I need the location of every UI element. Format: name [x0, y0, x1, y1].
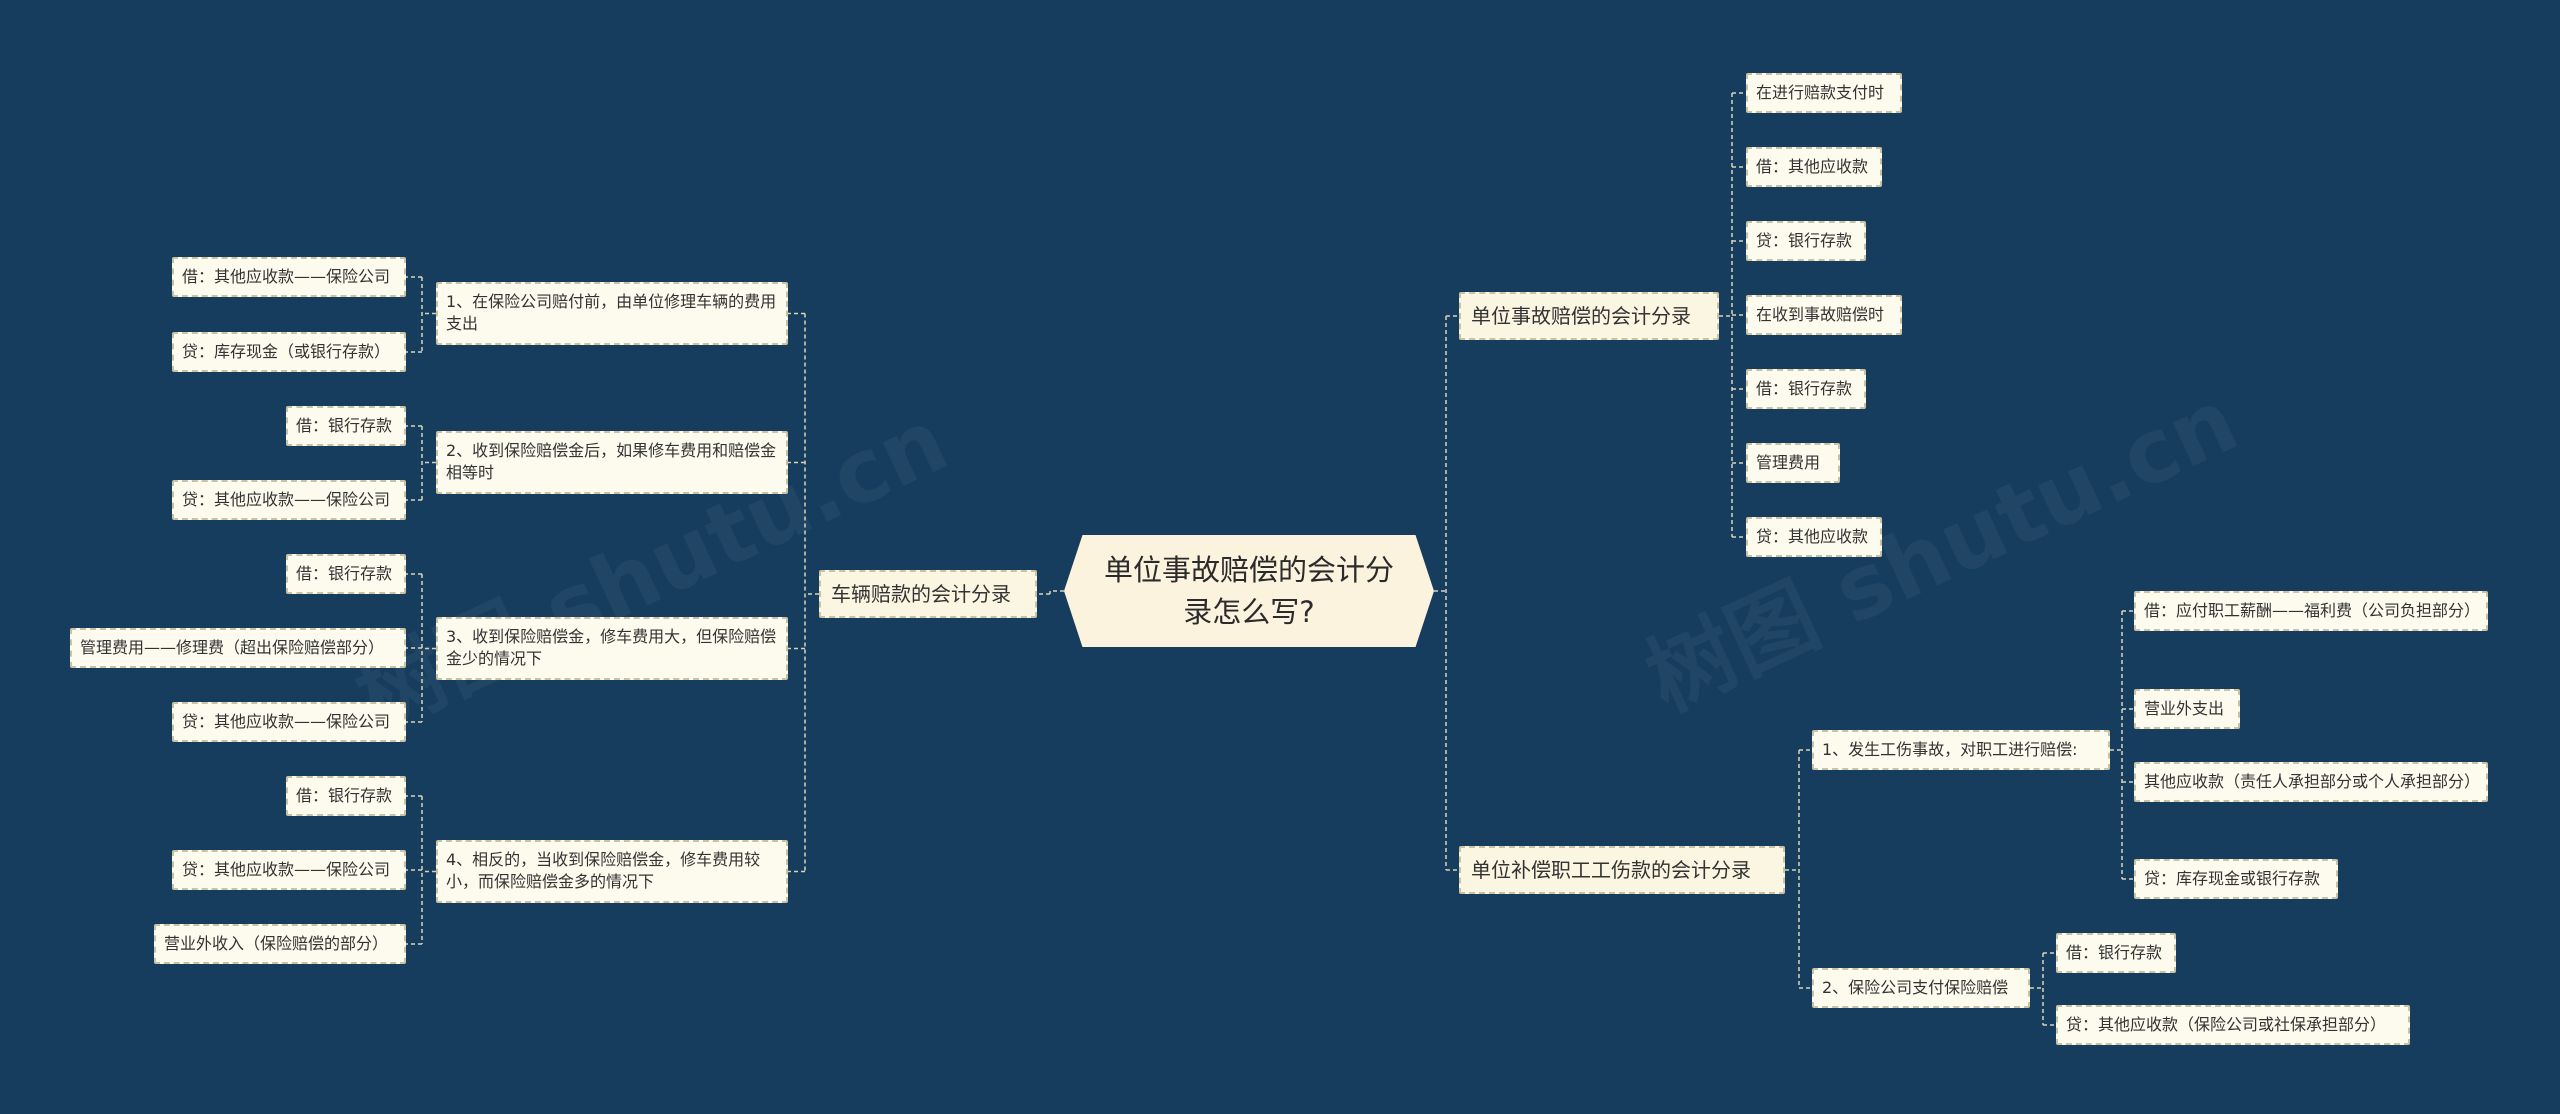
leaf-label: 管理费用——修理费（超出保险赔偿部分）: [80, 638, 385, 657]
leaf-label: 借：银行存款: [296, 786, 393, 805]
leaf-node[interactable]: 贷：银行存款: [1746, 221, 1866, 262]
branch-accident-compensation[interactable]: 单位事故赔偿的会计分录: [1459, 292, 1719, 340]
leaf-node[interactable]: 营业外收入（保险赔偿的部分）: [154, 924, 406, 965]
sub-label: 4、相反的，当收到保险赔偿金，修车费用较小，而保险赔偿金多的情况下: [446, 850, 761, 892]
leaf-node[interactable]: 借：其他应收款: [1746, 147, 1882, 188]
root-title: 单位事故赔偿的会计分录怎么写?: [1103, 553, 1394, 630]
sub-node-work-injury-1[interactable]: 1、发生工伤事故，对职工进行赔偿:: [1812, 730, 2110, 771]
sub-label: 3、收到保险赔偿金，修车费用大，但保险赔偿金少的情况下: [446, 627, 777, 669]
branch-work-injury-compensation[interactable]: 单位补偿职工工伤款的会计分录: [1459, 846, 1785, 894]
leaf-label: 贷：其他应收款（保险公司或社保承担部分）: [2066, 1015, 2387, 1034]
leaf-label: 借：银行存款: [296, 416, 393, 435]
leaf-label: 在进行赔款支付时: [1756, 83, 1885, 102]
leaf-label: 营业外支出: [2144, 699, 2225, 718]
leaf-node[interactable]: 借：其他应收款——保险公司: [172, 257, 406, 298]
leaf-node[interactable]: 营业外支出: [2134, 689, 2240, 730]
leaf-label: 贷：银行存款: [1756, 231, 1853, 250]
leaf-node[interactable]: 借：应付职工薪酬——福利费（公司负担部分）: [2134, 591, 2488, 632]
leaf-node[interactable]: 借：银行存款: [1746, 369, 1866, 410]
sub-label: 2、收到保险赔偿金后，如果修车费用和赔偿金相等时: [446, 441, 777, 483]
sub-node-4[interactable]: 4、相反的，当收到保险赔偿金，修车费用较小，而保险赔偿金多的情况下: [436, 840, 788, 903]
leaf-label: 在收到事故赔偿时: [1756, 305, 1885, 324]
branch-label: 单位补偿职工工伤款的会计分录: [1471, 858, 1751, 882]
leaf-node[interactable]: 其他应收款（责任人承担部分或个人承担部分）: [2134, 762, 2488, 803]
sub-node-2[interactable]: 2、收到保险赔偿金后，如果修车费用和赔偿金相等时: [436, 431, 788, 494]
sub-label: 2、保险公司支付保险赔偿: [1822, 978, 2009, 997]
leaf-node[interactable]: 贷：其他应收款——保险公司: [172, 850, 406, 891]
leaf-label: 贷：其他应收款: [1756, 527, 1869, 546]
leaf-node[interactable]: 借：银行存款: [286, 554, 406, 595]
leaf-label: 其他应收款（责任人承担部分或个人承担部分）: [2144, 772, 2481, 791]
leaf-label: 借：银行存款: [296, 564, 393, 583]
leaf-label: 借：银行存款: [2066, 943, 2163, 962]
leaf-label: 借：应付职工薪酬——福利费（公司负担部分）: [2144, 601, 2481, 620]
leaf-node[interactable]: 贷：其他应收款——保险公司: [172, 702, 406, 743]
leaf-node[interactable]: 贷：其他应收款——保险公司: [172, 480, 406, 521]
sub-label: 1、发生工伤事故，对职工进行赔偿:: [1822, 740, 2078, 759]
sub-node-1[interactable]: 1、在保险公司赔付前，由单位修理车辆的费用支出: [436, 282, 788, 345]
leaf-label: 营业外收入（保险赔偿的部分）: [164, 934, 389, 953]
leaf-node[interactable]: 贷：其他应收款（保险公司或社保承担部分）: [2056, 1005, 2410, 1046]
root-node[interactable]: 单位事故赔偿的会计分录怎么写?: [1064, 535, 1434, 648]
leaf-node[interactable]: 贷：库存现金（或银行存款）: [172, 332, 406, 373]
leaf-node[interactable]: 贷：库存现金或银行存款: [2134, 859, 2338, 900]
sub-node-3[interactable]: 3、收到保险赔偿金，修车费用大，但保险赔偿金少的情况下: [436, 617, 788, 680]
leaf-label: 借：其他应收款: [1756, 157, 1869, 176]
leaf-node[interactable]: 在收到事故赔偿时: [1746, 295, 1902, 336]
leaf-label: 贷：库存现金（或银行存款）: [182, 342, 391, 361]
leaf-label: 管理费用: [1756, 453, 1821, 472]
leaf-node[interactable]: 贷：其他应收款: [1746, 517, 1882, 558]
branch-vehicle-compensation[interactable]: 车辆赔款的会计分录: [819, 570, 1037, 618]
leaf-node[interactable]: 管理费用: [1746, 443, 1840, 484]
leaf-label: 借：其他应收款——保险公司: [182, 267, 391, 286]
leaf-label: 贷：库存现金或银行存款: [2144, 869, 2321, 888]
sub-node-work-injury-2[interactable]: 2、保险公司支付保险赔偿: [1812, 968, 2030, 1009]
leaf-node[interactable]: 借：银行存款: [286, 776, 406, 817]
leaf-node[interactable]: 管理费用——修理费（超出保险赔偿部分）: [70, 628, 406, 669]
leaf-node[interactable]: 在进行赔款支付时: [1746, 73, 1902, 114]
leaf-label: 贷：其他应收款——保险公司: [182, 490, 391, 509]
leaf-label: 借：银行存款: [1756, 379, 1853, 398]
leaf-node[interactable]: 借：银行存款: [286, 406, 406, 447]
sub-label: 1、在保险公司赔付前，由单位修理车辆的费用支出: [446, 292, 777, 334]
branch-label: 单位事故赔偿的会计分录: [1471, 304, 1691, 328]
leaf-label: 贷：其他应收款——保险公司: [182, 860, 391, 879]
leaf-label: 贷：其他应收款——保险公司: [182, 712, 391, 731]
leaf-node[interactable]: 借：银行存款: [2056, 933, 2176, 974]
branch-label: 车辆赔款的会计分录: [831, 582, 1011, 606]
